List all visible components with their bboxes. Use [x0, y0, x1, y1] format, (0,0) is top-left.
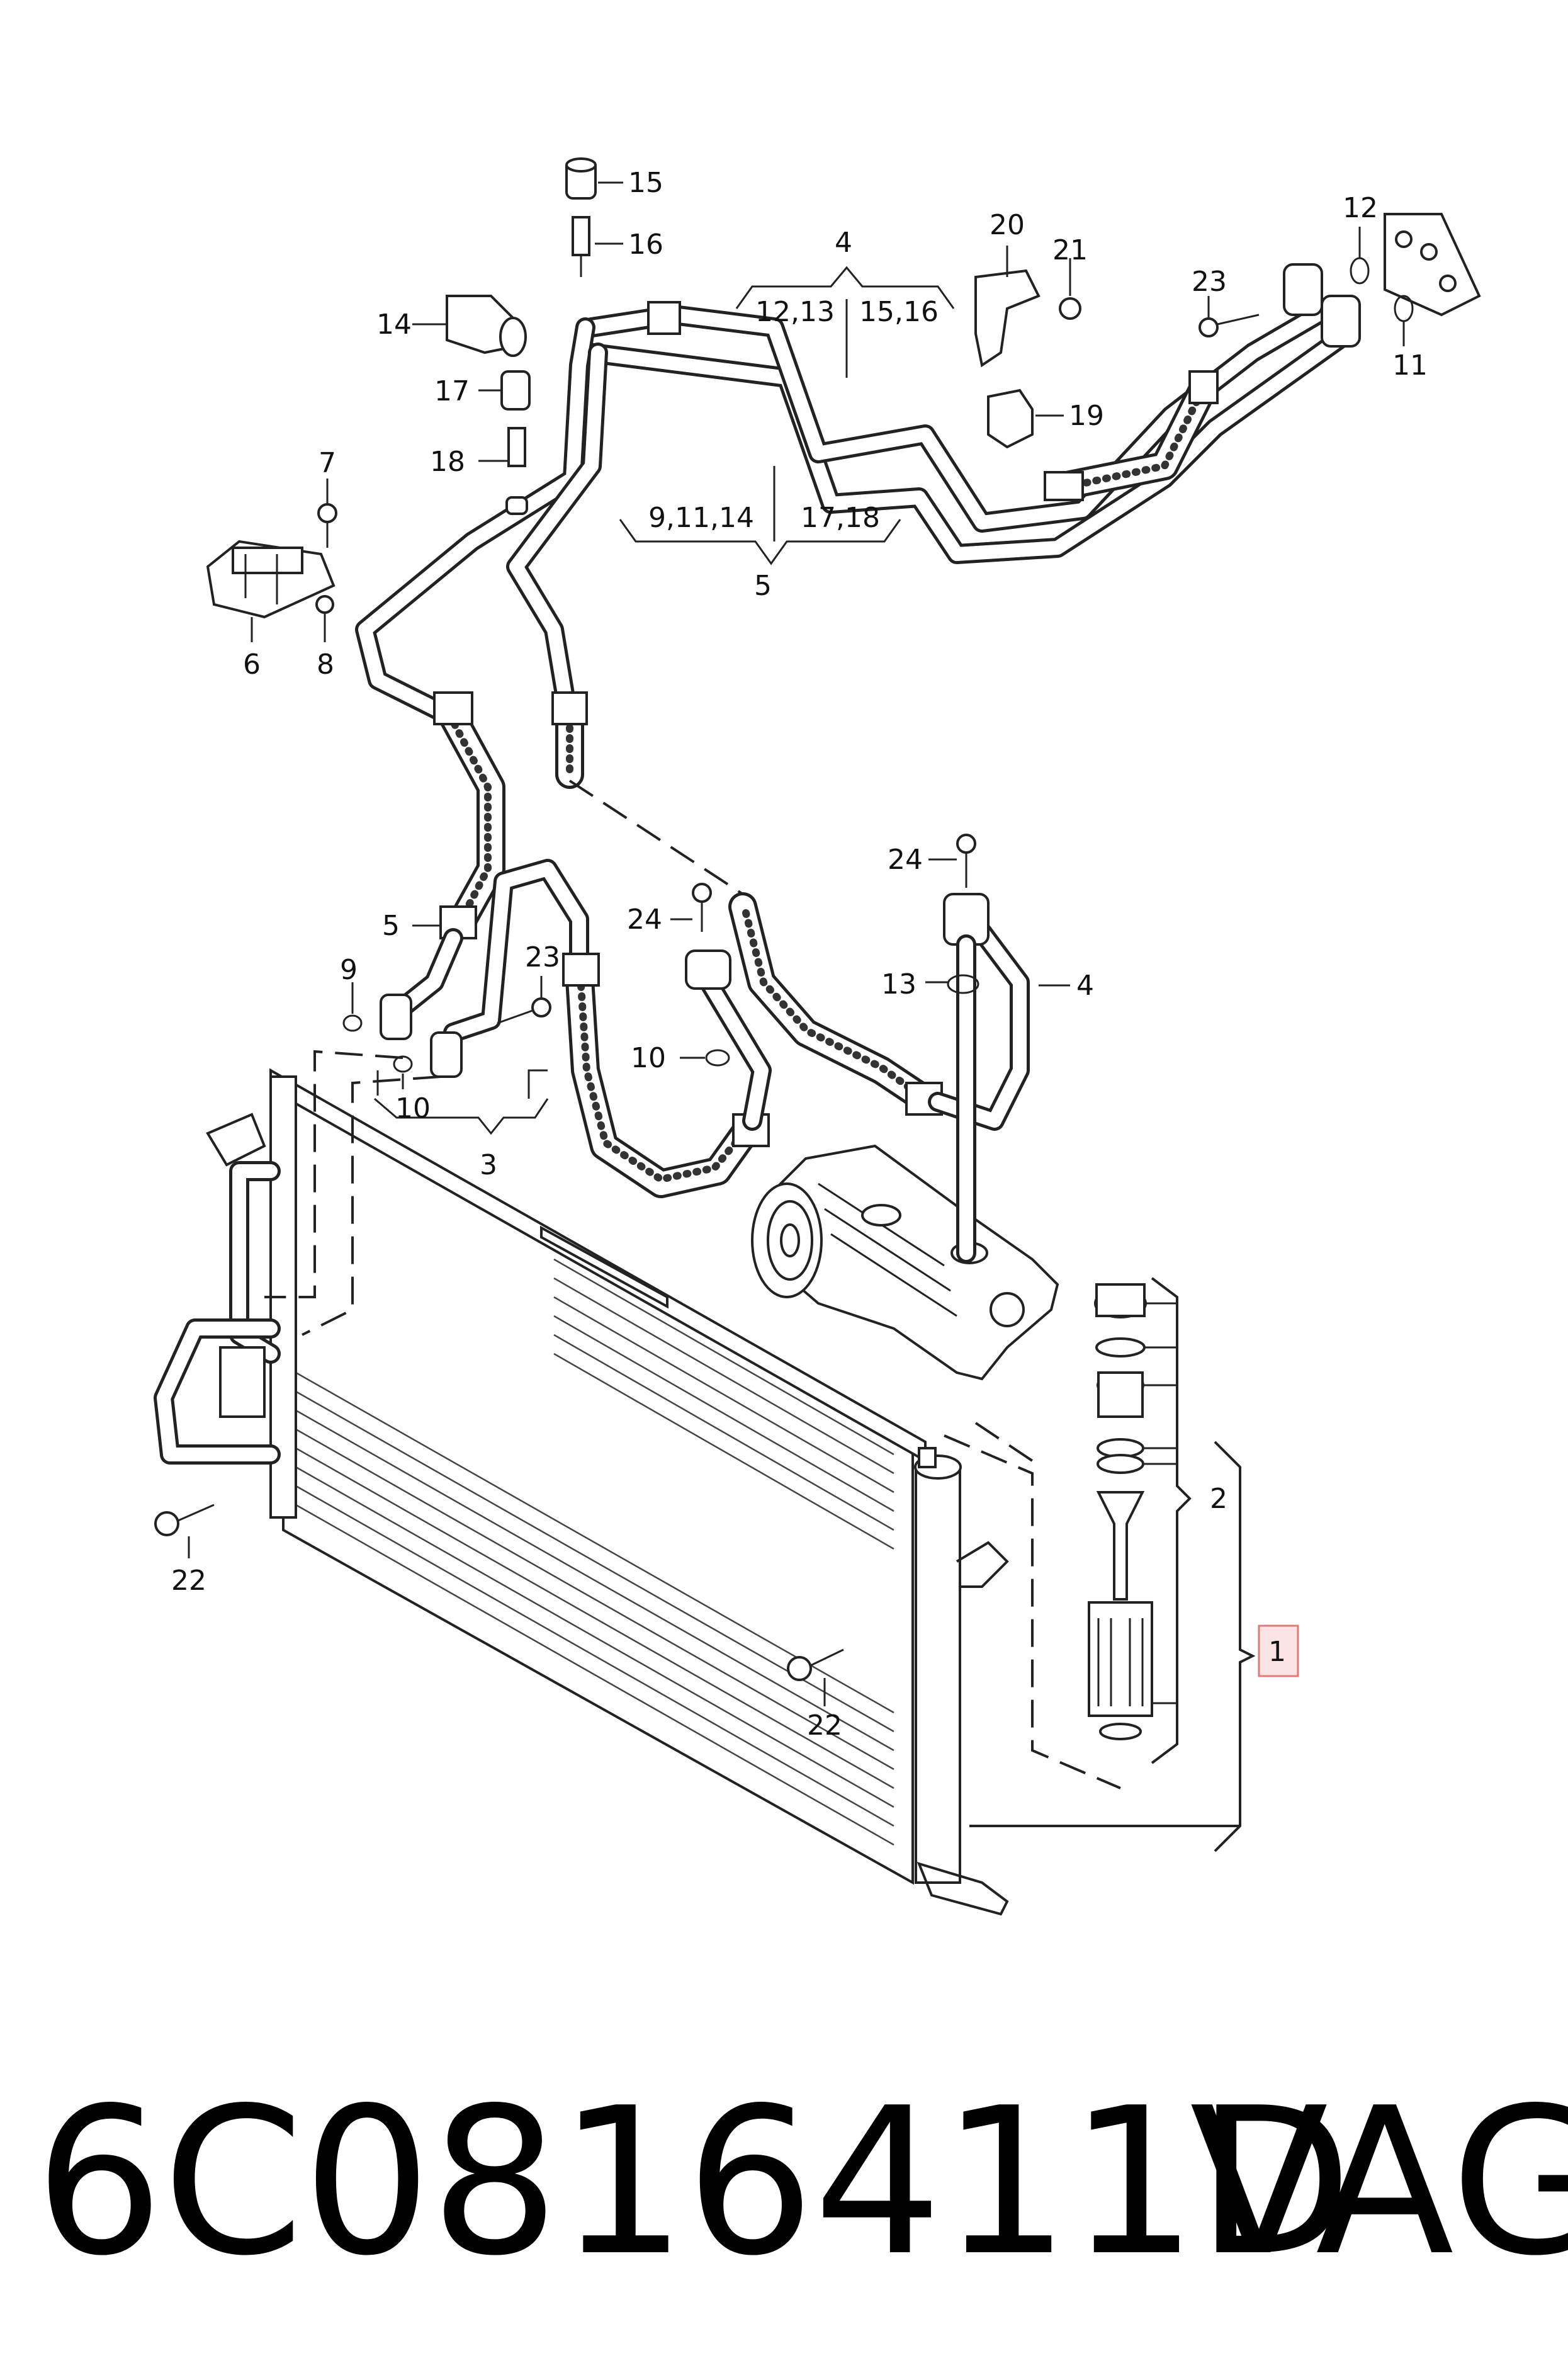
callout-5-left: 9,11,14: [648, 502, 754, 534]
callout-11: 11: [1392, 349, 1428, 382]
part-10-o-ring-a: [393, 1055, 413, 1073]
callout-2: 2: [1210, 1483, 1227, 1515]
part-19-clip: [987, 388, 1034, 449]
part-16-valve: [572, 216, 590, 277]
refrigerant-hose-5: [393, 691, 588, 1017]
dash-link-1: [568, 779, 744, 895]
callout-17: 17: [434, 375, 470, 407]
callout-23-top: 23: [1192, 266, 1227, 298]
part-number: 6C0816411D: [35, 2064, 1353, 2300]
part-6-bracket: [206, 540, 336, 619]
callout-24-right: 24: [888, 844, 923, 876]
refrigerant-line-3: [380, 859, 772, 1198]
callout-24-left: 24: [627, 904, 662, 936]
part-20-bracket: [974, 269, 1041, 368]
receiver-dryer: [944, 1283, 1177, 1789]
part-7-bolt: [317, 503, 337, 548]
callout-10-mid: 10: [631, 1042, 666, 1074]
callout-19: 19: [1069, 400, 1104, 432]
refrigerant-hose-4: [728, 892, 1030, 1263]
part-24-bolt-left: [692, 883, 712, 932]
part-21-nut: [1059, 297, 1081, 320]
part-17-cap: [500, 370, 531, 411]
part-15-cap: [565, 157, 597, 200]
callout-14: 14: [376, 309, 412, 341]
part-22-screw-left: [154, 1504, 215, 1536]
part-9-o-ring: [342, 1014, 363, 1032]
part-12-o-ring: [1350, 257, 1370, 285]
part-11-o-ring: [1394, 295, 1414, 322]
bracket-2: [1151, 1277, 1192, 1764]
part-18-valve: [505, 427, 528, 515]
part-10-o-ring-b: [705, 1049, 730, 1067]
callout-18: 18: [430, 446, 465, 478]
callout-4-top: 4: [835, 227, 852, 259]
callout-8: 8: [317, 649, 334, 681]
callout-16: 16: [628, 229, 663, 261]
callout-4-left: 12,13: [755, 296, 835, 328]
part-24-bolt-right: [956, 834, 976, 888]
callout-5-mid: 5: [382, 910, 400, 942]
refrigerant-line-4-and-5: [355, 213, 1481, 728]
callout-6: 6: [243, 649, 261, 681]
callout-4-mid: 4: [1076, 970, 1094, 1002]
callout-12: 12: [1343, 192, 1378, 224]
callout-1-highlight: 1: [1258, 1624, 1299, 1677]
callout-20: 20: [990, 209, 1025, 241]
callout-4-right: 15,16: [859, 296, 939, 328]
part-8-nut: [315, 595, 334, 614]
callout-22-right: 22: [807, 1709, 842, 1742]
callout-5-top: 5: [754, 570, 772, 602]
callout-21: 21: [1052, 234, 1088, 266]
part-14-pressure-switch: [446, 295, 527, 357]
brand-label: VAG: [1190, 2064, 1568, 2300]
callout-9: 9: [340, 954, 358, 986]
callout-1: 1: [1268, 1636, 1286, 1668]
part-13-o-ring: [947, 974, 979, 994]
ac-parts-diagram: 15 16 14 17 18 7 6 8 4 12,13 15,16 9,11,…: [154, 157, 1481, 1916]
callout-10-left: 10: [395, 1092, 431, 1125]
part-22-screw-right: [787, 1648, 844, 1681]
callout-22-left: 22: [171, 1565, 206, 1597]
callout-15: 15: [628, 167, 663, 199]
part-23-bolt-left: [497, 997, 551, 1024]
dash-link-3: [302, 1075, 441, 1336]
condenser: [154, 1068, 1009, 1916]
callout-13: 13: [881, 968, 917, 1000]
callout-23-mid: 23: [525, 941, 560, 973]
callout-3: 3: [480, 1149, 497, 1181]
dash-link-2: [264, 1050, 403, 1298]
part-23-bolt-top: [1199, 314, 1260, 337]
callout-5-right: 17,18: [801, 502, 880, 534]
callout-7: 7: [319, 447, 336, 479]
compressor: [751, 1144, 1059, 1381]
